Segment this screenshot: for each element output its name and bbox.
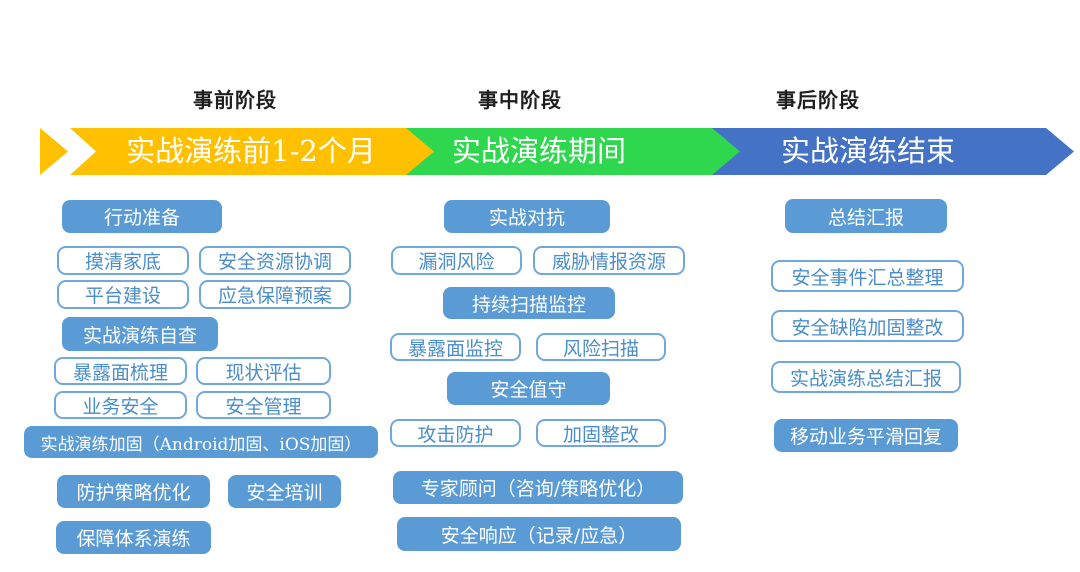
task-item-box: 暴露面梳理 (54, 357, 187, 385)
task-item-box: 暴露面监控 (390, 333, 521, 361)
task-category-box: 实战演练加固（Android加固、iOS加固） (24, 426, 378, 458)
task-category-box: 实战对抗 (444, 200, 610, 233)
task-item-box: 实战演练总结汇报 (771, 361, 961, 393)
task-category-box: 持续扫描监控 (443, 287, 615, 319)
task-item-box: 安全事件汇总整理 (771, 260, 964, 292)
banner-pre-phase: 实战演练前1-2个月 (70, 128, 434, 175)
task-category-box: 总结汇报 (785, 199, 947, 233)
task-item-box: 安全管理 (196, 391, 331, 419)
task-item-box: 威胁情报资源 (533, 246, 685, 275)
banner-post-phase: 实战演练结束 (690, 128, 1074, 175)
phase-header-during: 事中阶段 (478, 90, 562, 112)
lead-chevron-shape (40, 128, 68, 175)
task-item-box: 平台建设 (57, 280, 189, 309)
task-category-box: 行动准备 (62, 200, 222, 233)
task-category-box: 安全值守 (447, 372, 610, 405)
task-category-box: 移动业务平滑回复 (774, 419, 958, 452)
task-item-box: 安全资源协调 (199, 246, 351, 275)
task-item-box: 应急保障预案 (199, 280, 351, 309)
task-item-box: 业务安全 (54, 391, 187, 419)
task-category-box: 安全培训 (228, 475, 341, 508)
task-category-box: 防护策略优化 (57, 475, 210, 508)
task-item-box: 加固整改 (536, 419, 666, 447)
task-item-box: 漏洞风险 (391, 246, 522, 275)
phase-header-post: 事后阶段 (776, 90, 860, 112)
task-category-box: 专家顾问（咨询/策略优化） (393, 471, 683, 504)
phase-header-pre: 事前阶段 (193, 90, 277, 112)
task-category-box: 实战演练自查 (62, 317, 218, 351)
task-item-box: 现状评估 (196, 357, 331, 385)
task-item-box: 风险扫描 (536, 333, 666, 361)
task-item-box: 摸清家底 (57, 246, 189, 275)
task-item-box: 安全缺陷加固整改 (771, 310, 964, 342)
task-item-box: 攻击防护 (390, 419, 521, 447)
task-category-box: 保障体系演练 (56, 521, 211, 554)
task-category-box: 安全响应（记录/应急） (397, 517, 681, 551)
